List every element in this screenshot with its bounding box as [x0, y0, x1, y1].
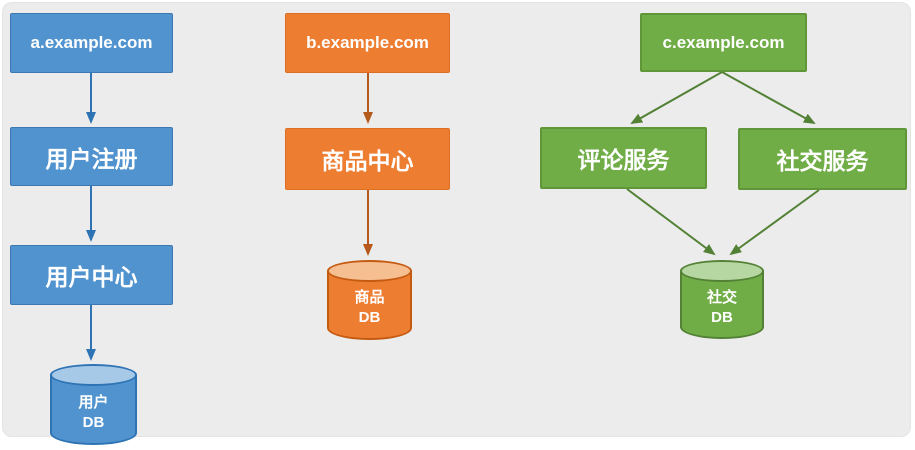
node-domain-b: b.example.com — [285, 13, 450, 73]
cylinder-top — [680, 260, 764, 282]
node-product-center-label: 商品中心 — [321, 148, 414, 174]
db-cylinder-user: 用户 DB — [50, 364, 137, 445]
node-comment-service: 评论服务 — [540, 127, 707, 189]
node-domain-c-label: c.example.com — [662, 32, 785, 52]
db-social-label: 社交 DB — [680, 276, 764, 339]
node-user-center-label: 用户中心 — [45, 264, 138, 290]
cylinder-body — [50, 375, 137, 445]
cylinder-top — [327, 260, 412, 282]
node-domain-a-label: a.example.com — [30, 33, 153, 52]
db-cylinder-product: 商品 DB — [327, 260, 412, 340]
node-social-service: 社交服务 — [738, 128, 907, 190]
node-social-service-label: 社交服务 — [776, 148, 869, 174]
arrow-c-to-comment — [630, 71, 723, 124]
arrow-c-to-social — [721, 71, 816, 124]
db-user-label: 用户 DB — [50, 380, 137, 445]
arrow-social-to-socialdb — [729, 189, 820, 256]
node-user-center: 用户中心 — [10, 245, 173, 305]
db-user-label-line2: DB — [82, 413, 105, 431]
node-comment-service-label: 评论服务 — [577, 147, 670, 173]
node-user-register: 用户注册 — [10, 127, 173, 186]
db-social-label-line1: 社交 — [706, 288, 737, 306]
node-domain-a: a.example.com — [10, 13, 173, 73]
node-product-center: 商品中心 — [285, 128, 450, 190]
cylinder-body — [327, 271, 412, 340]
db-product-label: 商品 DB — [327, 276, 412, 340]
cylinder-top — [50, 364, 137, 386]
node-user-register-label: 用户注册 — [45, 145, 138, 172]
diagram-background — [2, 2, 911, 437]
cylinder-body — [680, 271, 764, 339]
db-product-label-line1: 商品 — [354, 289, 385, 306]
db-cylinder-social: 社交 DB — [680, 260, 764, 339]
arrow-comment-to-socialdb — [626, 188, 716, 256]
db-product-label-line2: DB — [358, 309, 381, 326]
node-domain-c: c.example.com — [640, 13, 807, 72]
db-social-label-line2: DB — [711, 308, 733, 326]
db-user-label-line1: 用户 — [78, 393, 109, 411]
node-domain-b-label: b.example.com — [306, 33, 429, 52]
